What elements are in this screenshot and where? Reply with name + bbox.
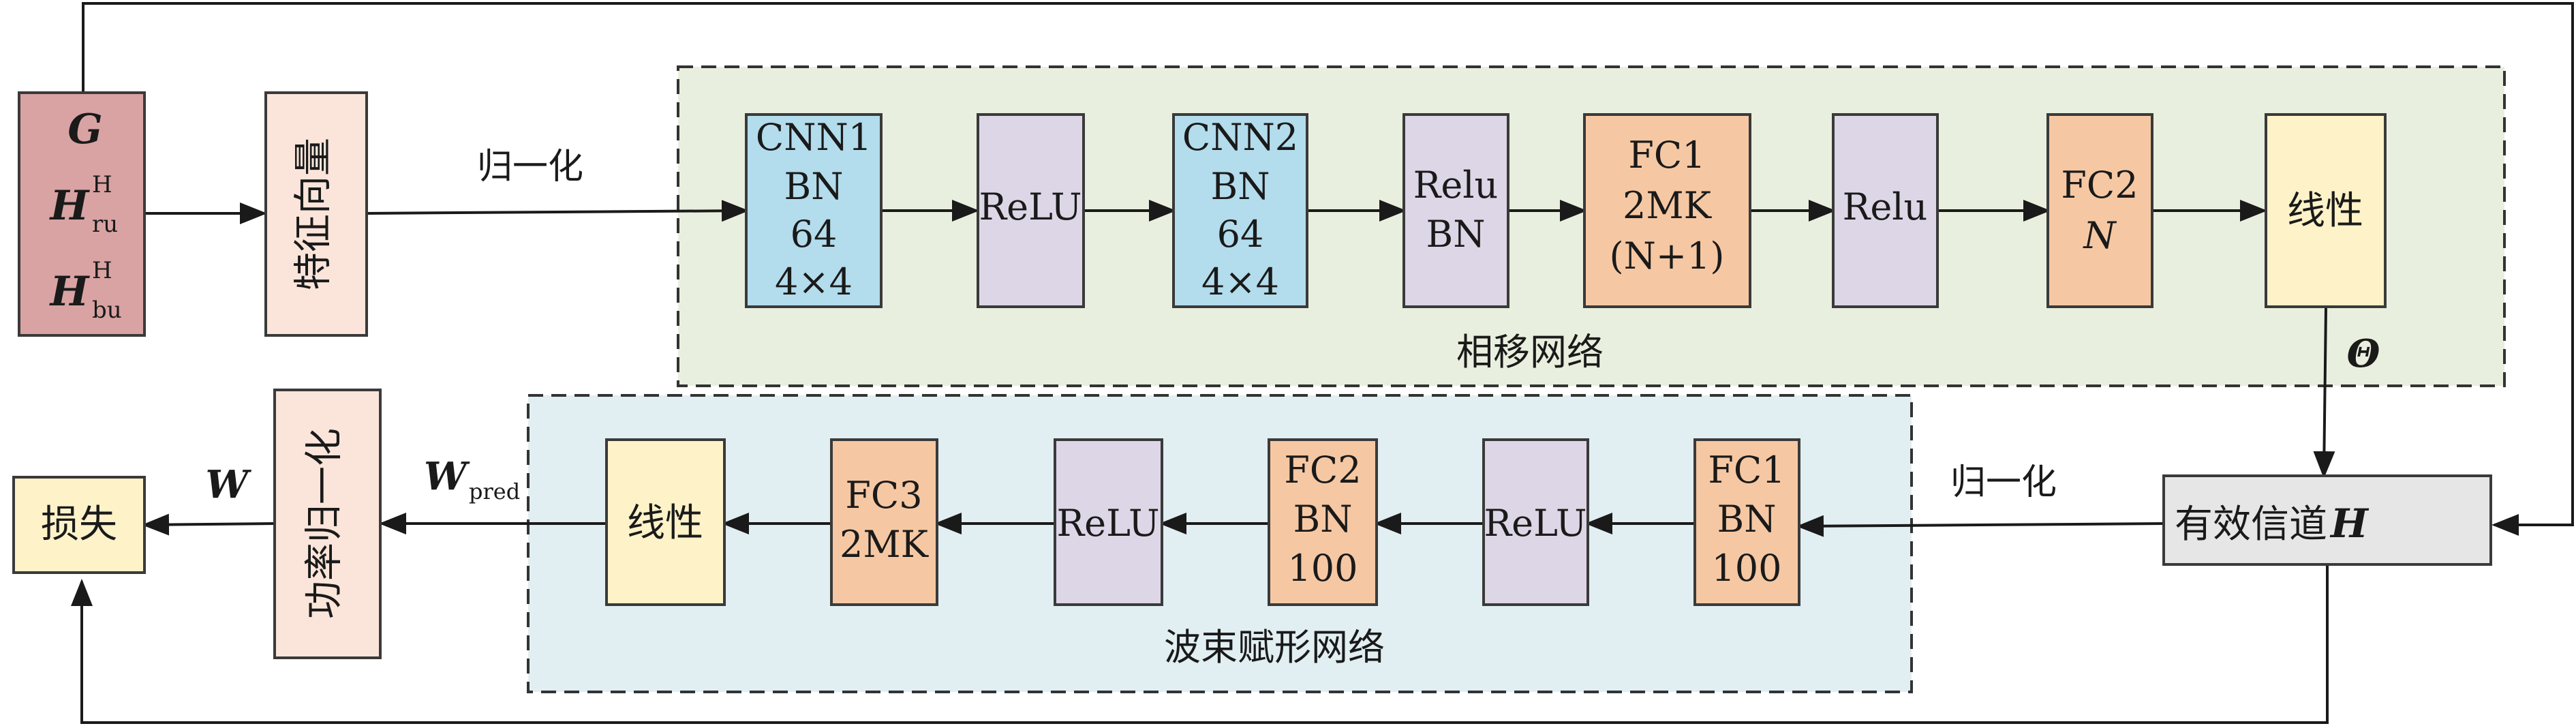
theta-label: Θ <box>2347 331 2380 376</box>
beam-fc1-text: FC1 BN 100 <box>1708 449 1785 590</box>
svg-text:CNN1: CNN1 <box>756 116 872 159</box>
beam-relu2-label: ReLU <box>1056 502 1159 545</box>
svg-text:FC2: FC2 <box>1284 449 1361 491</box>
power-normalization-label: 功率归一化 <box>303 428 347 619</box>
cnn2-text: CNN2 BN 64 4×4 <box>1182 116 1298 303</box>
svg-text:BN: BN <box>784 165 844 208</box>
phase-fc2-text: FC2 N <box>2061 164 2138 257</box>
svg-text:BN: BN <box>1717 498 1777 541</box>
svg-text:BN: BN <box>1293 498 1353 541</box>
svg-text:(N+1): (N+1) <box>1610 235 1725 277</box>
effective-channel-symbol: H <box>2329 500 2370 547</box>
power-normalization-block <box>273 389 382 659</box>
w-label: W <box>206 462 252 507</box>
loss-block <box>12 476 146 574</box>
relu3-label: Relu <box>1843 185 1928 228</box>
input-h-ru-sub: ru <box>92 211 118 238</box>
beam-fc3-block <box>830 438 938 606</box>
cnn1-block <box>745 113 883 308</box>
loss-label: 损失 <box>41 502 117 547</box>
phase-linear-block <box>2265 113 2387 308</box>
beam-relu1-label: ReLU <box>1484 502 1586 545</box>
svg-text:64: 64 <box>1217 213 1264 256</box>
beam-relu2-block <box>1054 438 1163 606</box>
input-h-ru-sup: H <box>92 171 112 198</box>
beam-linear-label: 线性 <box>627 501 703 545</box>
feature-vector-block <box>264 91 368 337</box>
phase-fc2-block <box>2046 113 2153 308</box>
svg-text:N: N <box>2082 214 2117 257</box>
svg-text:FC2: FC2 <box>2061 164 2138 207</box>
svg-text:CNN2: CNN2 <box>1182 116 1298 159</box>
svg-text:FC1: FC1 <box>1628 134 1705 177</box>
beam-fc1-block <box>1693 438 1800 606</box>
svg-text:2MK: 2MK <box>1623 184 1713 227</box>
normalize-label-2: 归一化 <box>1950 462 2057 503</box>
channel-to-bfc1-wire <box>1796 515 2164 537</box>
svg-text:2MK: 2MK <box>840 523 930 566</box>
relu3-block <box>1832 113 1939 308</box>
input-h-bu: H <box>49 268 91 316</box>
beam-fc2-block <box>1268 438 1378 606</box>
svg-text:Relu: Relu <box>1413 164 1499 207</box>
normalize-label-1: 归一化 <box>477 147 583 187</box>
powernorm-to-loss-wire <box>142 513 275 536</box>
svg-text:100: 100 <box>1287 547 1358 590</box>
svg-text:100: 100 <box>1711 547 1781 590</box>
feature-to-cnn1-wire <box>366 200 749 222</box>
svg-text:4×4: 4×4 <box>1201 260 1279 303</box>
beam-linear-block <box>605 438 726 606</box>
beamforming-network-label: 波束赋形网络 <box>1164 626 1385 669</box>
phase-network-label: 相移网络 <box>1456 331 1604 374</box>
cnn1-text: CNN1 BN 64 4×4 <box>756 116 872 303</box>
svg-text:64: 64 <box>791 213 838 256</box>
input-h-bu-sup: H <box>92 257 112 284</box>
effective-channel-block <box>2162 474 2492 566</box>
beamforming-network-region <box>527 394 1913 693</box>
beam-fc2-text: FC2 BN 100 <box>1284 449 1361 590</box>
svg-text:4×4: 4×4 <box>775 260 853 303</box>
cnn2-block <box>1172 113 1308 308</box>
phase-linear-label: 线性 <box>2287 189 2363 233</box>
svg-text:BN: BN <box>1426 213 1486 256</box>
phase-fc1-text: FC1 2MK (N+1) <box>1610 134 1725 277</box>
input-g: G <box>67 106 102 153</box>
relu1-block <box>977 113 1085 308</box>
svg-text:FC1: FC1 <box>1708 449 1785 491</box>
phase-fc1-block <box>1583 113 1751 308</box>
input-h-bu-sub: bu <box>92 297 122 324</box>
beam-relu1-block <box>1482 438 1589 606</box>
loss-feedback-wire <box>71 566 2329 724</box>
linear-to-channel-wire <box>2313 307 2335 479</box>
beam-fc3-text: FC3 2MK <box>840 474 930 566</box>
w-pred-subscript: pred <box>469 479 520 504</box>
relu-bn-block <box>1402 113 1509 308</box>
relu1-label: ReLU <box>979 185 1082 228</box>
effective-channel-text: 有效信道 <box>2175 502 2327 547</box>
svg-text:BN: BN <box>1211 165 1270 208</box>
relu-bn-text: Relu BN <box>1413 164 1499 256</box>
input-block <box>18 91 146 337</box>
svg-text:FC3: FC3 <box>845 474 922 517</box>
feature-vector-label: 特征向量 <box>292 138 336 290</box>
w-pred-symbol: W <box>424 454 470 499</box>
g-bypass-wire <box>82 2 2574 536</box>
input-h-ru: H <box>49 182 91 230</box>
